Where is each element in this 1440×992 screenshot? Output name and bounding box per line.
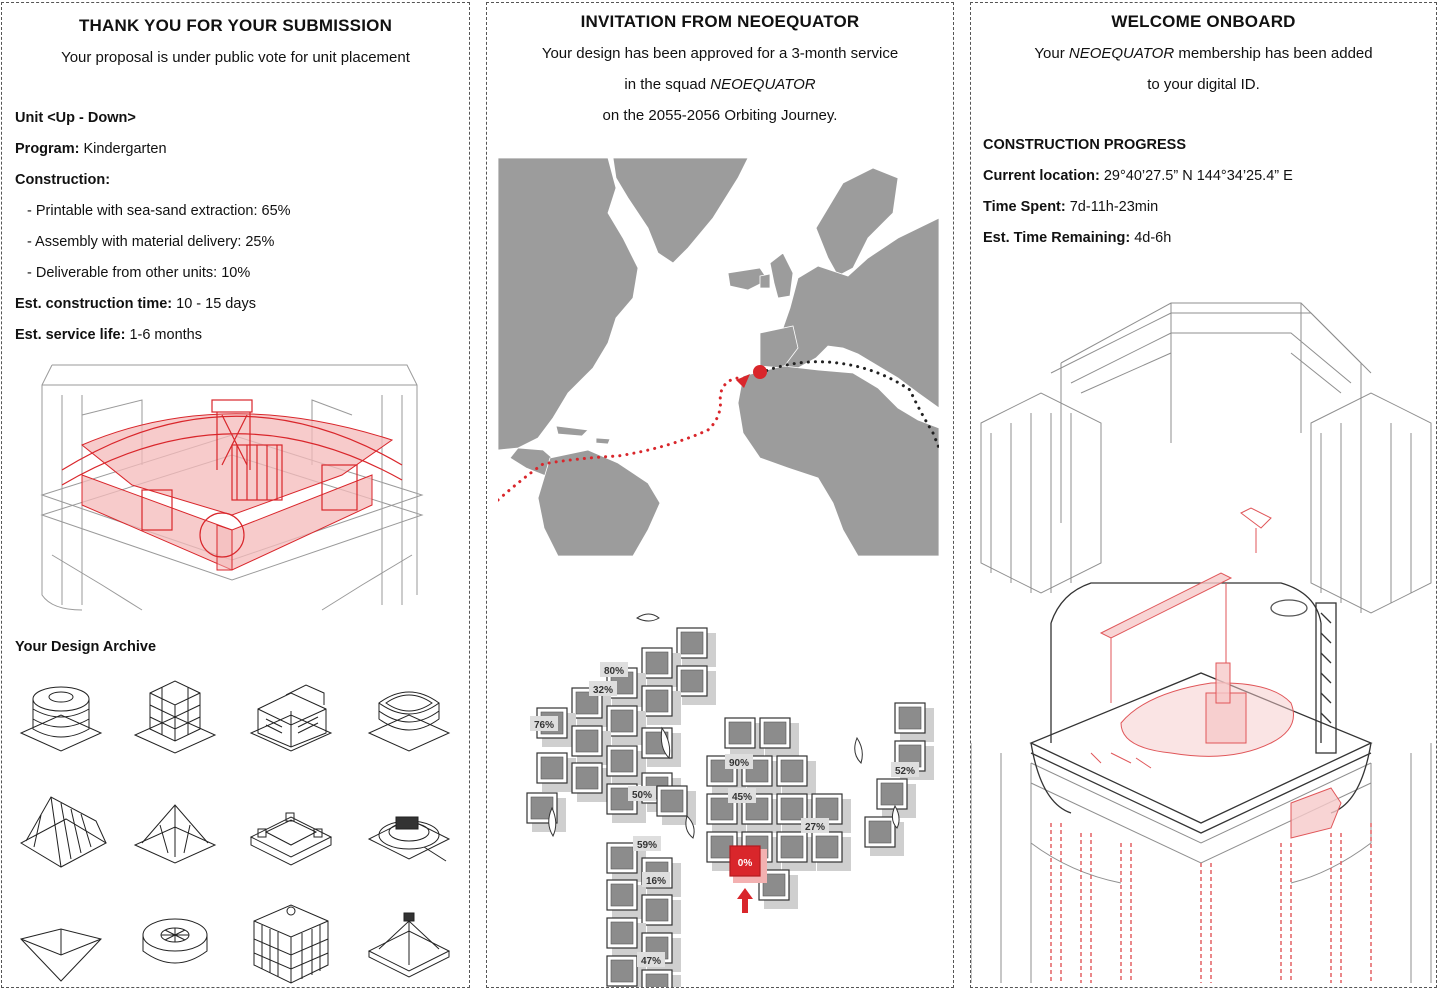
- archive-thumb-drum[interactable]: [130, 899, 220, 988]
- time-remaining-row: Est. Time Remaining: 4d-6h: [983, 230, 1172, 246]
- welcome-title: WELCOME ONBOARD: [1111, 12, 1296, 31]
- squad-unit-tile[interactable]: [759, 717, 800, 758]
- squad-unit-tile[interactable]: [776, 831, 817, 872]
- submission-panel: THANK YOU FOR YOUR SUBMISSION Your propo…: [1, 2, 470, 988]
- construction-item: - Deliverable from other units: 10%: [27, 265, 251, 281]
- squad-unit-tile[interactable]: [641, 685, 682, 726]
- new-unit-percent: 0%: [738, 858, 753, 869]
- squad-unit-tile[interactable]: [526, 792, 567, 833]
- current-position-marker[interactable]: [753, 365, 767, 379]
- boat-icon: [548, 806, 557, 838]
- squad-unit-tile[interactable]: [776, 755, 817, 796]
- invitation-line-2: in the squad NEOEQUATOR: [624, 76, 816, 93]
- route-map[interactable]: [498, 158, 939, 556]
- squad-unit-tile[interactable]: [894, 702, 935, 743]
- boat-icon: [891, 804, 900, 829]
- invitation-title: INVITATION FROM NEOEQUATOR: [580, 12, 860, 31]
- unit-progress-label: 50%: [628, 786, 656, 801]
- construction-progress-drawing: [971, 302, 1432, 983]
- squad-unit-tile[interactable]: [724, 717, 765, 758]
- squad-unit-tile[interactable]: [641, 969, 682, 988]
- archive-thumb-box-building[interactable]: [246, 671, 336, 761]
- invitation-panel: INVITATION FROM NEOEQUATOR Your design h…: [486, 2, 954, 988]
- construction-label: Construction:: [15, 172, 111, 188]
- squad-unit-tile[interactable]: [676, 627, 717, 668]
- archive-thumb-round-tower[interactable]: [16, 671, 106, 761]
- new-unit-tile[interactable]: 0%: [729, 845, 767, 883]
- archive-thumb-wing[interactable]: [16, 899, 106, 988]
- archive-thumb-arched-block[interactable]: [246, 899, 336, 988]
- submission-subtitle: Your proposal is under public vote for u…: [61, 49, 410, 66]
- archive-thumb-stacked-rounded[interactable]: [364, 671, 454, 761]
- submission-title: THANK YOU FOR YOUR SUBMISSION: [78, 16, 393, 35]
- welcome-line-1: Your NEOEQUATOR membership has been adde…: [1034, 45, 1373, 62]
- unit-progress-percent: 59%: [637, 840, 657, 851]
- archive-thumb-tent[interactable]: [16, 787, 111, 877]
- squad-unit-tile[interactable]: [536, 752, 577, 793]
- squad-unit-tile[interactable]: [606, 917, 647, 958]
- squad-unit-tile[interactable]: [571, 762, 612, 803]
- boat-icon: [660, 726, 671, 760]
- squad-unit-tile[interactable]: [811, 831, 852, 872]
- unit-progress-percent: 52%: [895, 766, 915, 777]
- unit-progress-label: 59%: [633, 836, 661, 851]
- unit-progress-percent: 47%: [641, 956, 661, 967]
- unit-progress-label: 80%: [600, 662, 628, 677]
- design-archive-title: Your Design Archive: [15, 639, 157, 655]
- boat-icon: [854, 736, 863, 764]
- squad-unit-tile[interactable]: [641, 647, 682, 688]
- unit-progress-percent: 27%: [805, 822, 825, 833]
- unit-progress-percent: 76%: [534, 720, 554, 731]
- welcome-panel: WELCOME ONBOARD Your NEOEQUATOR membersh…: [970, 2, 1437, 988]
- archive-thumb-terraced-island[interactable]: [364, 787, 454, 877]
- construction-item: - Printable with sea-sand extraction: 65…: [27, 203, 291, 219]
- squad-unit-tile[interactable]: [641, 894, 682, 935]
- squad-unit-tile[interactable]: [676, 665, 717, 706]
- unit-progress-label: 27%: [801, 818, 829, 833]
- service-life-row: Est. service life: 1-6 months: [15, 327, 202, 343]
- boat-icon: [636, 613, 660, 622]
- unit-progress-percent: 16%: [646, 876, 666, 887]
- unit-progress-label: 32%: [589, 681, 617, 696]
- squad-units-cluster: 80% 32% 76% 50% 90% 45% 27% 59% 16% 47% 52% 0%: [526, 613, 935, 988]
- boat-icon: [685, 815, 695, 839]
- archive-thumb-pyramid-roof[interactable]: [364, 899, 454, 988]
- unit-axonometric-drawing: [40, 364, 424, 611]
- unit-progress-label: 52%: [891, 762, 919, 777]
- unit-progress-label: 16%: [642, 872, 670, 887]
- invitation-line-1: Your design has been approved for a 3-mo…: [541, 45, 899, 62]
- unit-progress-percent: 32%: [593, 685, 613, 696]
- welcome-line-2: to your digital ID.: [1147, 76, 1260, 93]
- route-direction-arrow-icon: [736, 374, 750, 388]
- progress-title: CONSTRUCTION PROGRESS: [983, 137, 1187, 153]
- archive-thumb-cube-grid[interactable]: [130, 671, 220, 761]
- squad-unit-tile[interactable]: [606, 705, 647, 746]
- current-location-row: Current location: 29°40’27.5” N 144°34’2…: [983, 168, 1293, 184]
- program-row: Program: Kindergarten: [15, 141, 167, 157]
- unit-progress-percent: 80%: [604, 666, 624, 677]
- unit-progress-label: 90%: [725, 754, 753, 769]
- unit-progress-label: 76%: [530, 716, 558, 731]
- unit-progress-percent: 50%: [632, 790, 652, 801]
- unit-progress-percent: 45%: [732, 792, 752, 803]
- archive-thumb-platform[interactable]: [246, 787, 336, 877]
- unit-label: Unit <Up - Down>: [15, 110, 136, 126]
- squad-unit-tile[interactable]: [606, 745, 647, 786]
- construction-time-row: Est. construction time: 10 - 15 days: [15, 296, 256, 312]
- squad-unit-tile[interactable]: [606, 879, 647, 920]
- unit-progress-label: 45%: [728, 788, 756, 803]
- archive-thumb-pyramid[interactable]: [130, 787, 220, 877]
- placement-arrow-icon: [737, 888, 753, 913]
- unit-progress-percent: 90%: [729, 758, 749, 769]
- invitation-line-3: on the 2055-2056 Orbiting Journey.: [602, 107, 838, 124]
- squad-unit-tile[interactable]: [571, 725, 612, 766]
- construction-item: - Assembly with material delivery: 25%: [27, 234, 275, 250]
- time-spent-row: Time Spent: 7d-11h-23min: [983, 199, 1159, 215]
- unit-progress-label: 47%: [637, 952, 665, 967]
